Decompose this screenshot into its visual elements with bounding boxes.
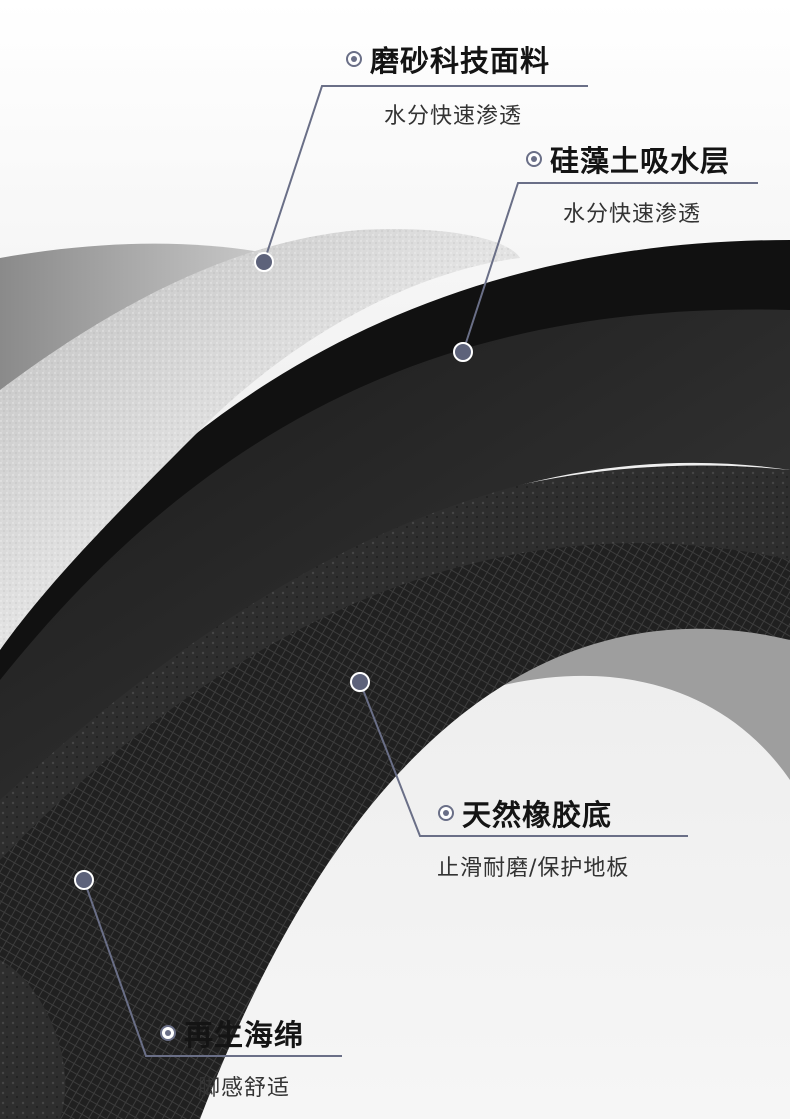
label-subtitle-rubber: 止滑耐磨/保护地板 — [437, 856, 630, 881]
label-diatom: 硅藻土吸水层 — [526, 138, 730, 180]
dot-fabric — [254, 252, 274, 272]
diatom-layer-edge — [0, 240, 790, 680]
label-title: 硅藻土吸水层 — [550, 144, 731, 178]
leader-line-rubber — [359, 681, 688, 837]
fabric-texture — [0, 229, 520, 650]
label-fabric: 磨砂科技面料 — [346, 38, 550, 80]
label-sponge: 再生海绵 — [160, 1012, 304, 1054]
leader-lines — [83, 85, 758, 1057]
label-rubber: 天然橡胶底 — [438, 792, 612, 834]
label-title: 磨砂科技面料 — [370, 44, 551, 78]
label-subtitle-sponge: 脚感舒适 — [198, 1076, 291, 1101]
label-title: 再生海绵 — [184, 1018, 305, 1052]
dot-diatom — [453, 342, 473, 362]
bullseye-marker-icon — [438, 805, 454, 821]
diatom-layer — [0, 299, 790, 800]
dot-rubber — [350, 672, 370, 692]
leader-line-fabric — [263, 85, 588, 263]
leader-line-sponge — [83, 879, 342, 1057]
label-title: 天然橡胶底 — [462, 798, 613, 832]
bullseye-marker-icon — [346, 51, 362, 67]
dot-sponge — [74, 870, 94, 890]
bullseye-marker-icon — [160, 1025, 176, 1041]
layer-dots — [74, 252, 473, 890]
leader-line-diatom — [462, 182, 758, 353]
rubber-layer — [0, 543, 790, 1119]
bullseye-marker-icon — [526, 151, 542, 167]
label-subtitle-fabric: 水分快速渗透 — [384, 104, 523, 129]
label-subtitle-diatom: 水分快速渗透 — [563, 202, 702, 227]
